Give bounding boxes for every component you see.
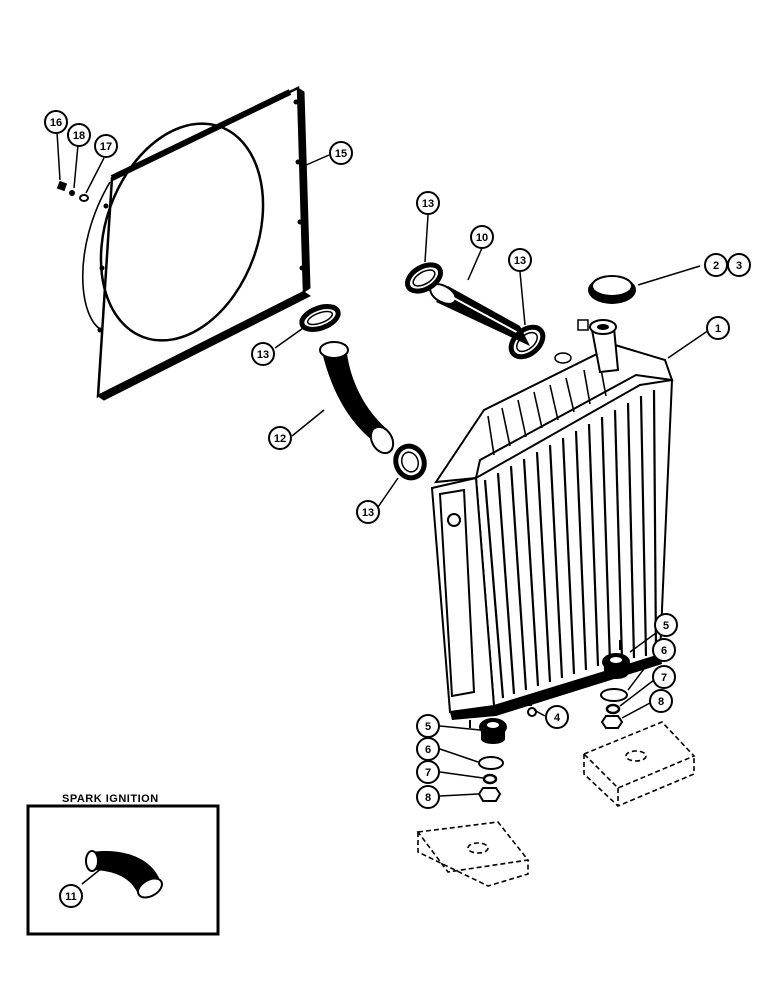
fan-shroud	[81, 86, 311, 401]
lower-hose	[319, 341, 395, 455]
callout-11: 11	[59, 884, 83, 908]
svg-text:2: 2	[713, 260, 719, 272]
spark-ignition-inset: SPARK IGNITION	[26, 793, 220, 936]
callout-17: 17	[94, 134, 118, 158]
svg-text:8: 8	[658, 696, 664, 708]
svg-text:17: 17	[100, 141, 112, 153]
mount-nut	[477, 787, 502, 802]
callout-5: 5	[654, 613, 678, 637]
callout-2: 2	[704, 253, 728, 277]
svg-text:4: 4	[554, 712, 561, 724]
hose-clamp	[299, 304, 341, 332]
svg-text:7: 7	[425, 767, 431, 779]
mount-washer	[478, 756, 504, 770]
callout-18: 18	[67, 123, 91, 147]
mount-bracket	[582, 721, 696, 807]
svg-text:1: 1	[715, 323, 721, 335]
callout-7: 7	[416, 760, 440, 784]
mount-cushion	[479, 718, 507, 744]
svg-text:6: 6	[661, 645, 667, 657]
shroud-bolt	[56, 180, 89, 202]
callout-5: 5	[416, 714, 440, 738]
radiator-cap	[588, 275, 636, 304]
svg-text:16: 16	[50, 117, 62, 129]
inset-title: SPARK IGNITION	[62, 793, 159, 805]
svg-text:8: 8	[425, 792, 431, 804]
callout-4: 4	[545, 705, 569, 729]
svg-text:13: 13	[514, 255, 526, 267]
callout-13: 13	[356, 500, 380, 524]
callout-7: 7	[652, 665, 676, 689]
callout-6: 6	[416, 737, 440, 761]
callout-12: 12	[268, 426, 292, 450]
mount-washer	[600, 688, 628, 702]
callout-10: 10	[470, 225, 494, 249]
svg-text:5: 5	[425, 721, 431, 733]
lock-washer	[482, 773, 498, 785]
svg-text:5: 5	[663, 620, 669, 632]
svg-text:12: 12	[274, 433, 286, 445]
hose-clamp	[404, 262, 444, 294]
callout-13: 13	[416, 191, 440, 215]
svg-text:11: 11	[65, 891, 77, 903]
callout-3: 3	[727, 253, 751, 277]
callout-15: 15	[329, 141, 353, 165]
mount-nut	[600, 715, 624, 729]
radiator	[430, 319, 674, 728]
mount-bracket	[416, 821, 530, 887]
svg-text:10: 10	[476, 232, 488, 244]
mount-cushion	[602, 653, 630, 679]
callout-1: 1	[706, 316, 730, 340]
lock-washer	[605, 703, 621, 715]
svg-text:13: 13	[422, 198, 434, 210]
callout-13: 13	[251, 342, 275, 366]
svg-text:13: 13	[257, 349, 269, 361]
callout-16: 16	[44, 110, 68, 134]
svg-text:15: 15	[335, 148, 347, 160]
svg-text:3: 3	[736, 260, 742, 272]
svg-text:13: 13	[362, 507, 374, 519]
leader-lines	[56, 131, 710, 885]
callout-6: 6	[652, 638, 676, 662]
svg-text:7: 7	[661, 672, 667, 684]
hose-clamp	[393, 443, 427, 481]
callout-8: 8	[649, 689, 673, 713]
svg-text:6: 6	[425, 744, 431, 756]
callout-8: 8	[416, 785, 440, 809]
callout-13: 13	[508, 248, 532, 272]
hose-clamp	[508, 324, 546, 360]
svg-text:18: 18	[73, 130, 85, 142]
